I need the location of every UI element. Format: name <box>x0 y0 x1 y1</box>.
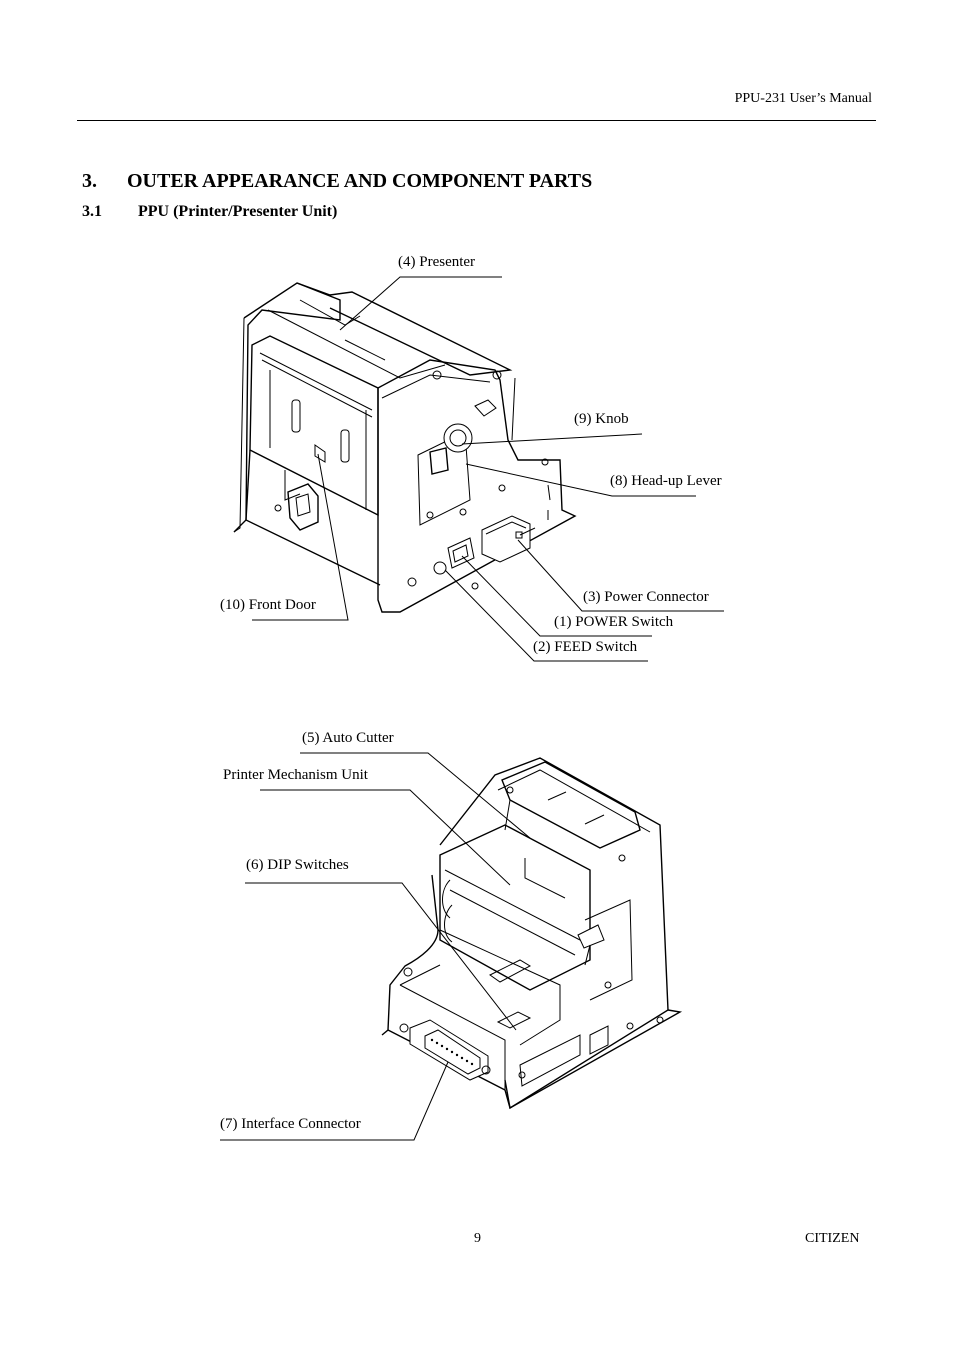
manual-title: PPU-231 User’s Manual <box>734 91 872 106</box>
label-feed-switch: (2) FEED Switch <box>533 639 638 655</box>
figure2-leaders <box>220 752 531 1141</box>
label-head-up-lever: (8) Head-up Lever <box>610 473 722 489</box>
figure1-drawing <box>233 282 577 613</box>
label-knob: (9) Knob <box>574 411 629 427</box>
section-heading: 3. OUTER APPEARANCE AND COMPONENT PARTS <box>82 170 592 193</box>
brand-name: CITIZEN <box>805 1231 860 1246</box>
section-number: 3. <box>82 170 97 192</box>
section-title: OUTER APPEARANCE AND COMPONENT PARTS <box>127 170 593 192</box>
label-interface-connector: (7) Interface Connector <box>220 1116 361 1132</box>
label-dip-switches: (6) DIP Switches <box>246 857 349 873</box>
connector-pins <box>430 1038 474 1066</box>
figure1-leaders <box>252 276 724 662</box>
label-power-switch: (1) POWER Switch <box>554 614 674 630</box>
label-printer-mechanism-unit: Printer Mechanism Unit <box>223 767 368 783</box>
figure2-drawing <box>381 757 683 1110</box>
label-power-connector: (3) Power Connector <box>583 589 709 605</box>
subsection-number: 3.1 <box>82 203 102 220</box>
header-rule <box>77 120 876 121</box>
subsection-title: PPU (Printer/Presenter Unit) <box>138 203 338 220</box>
page-number: 9 <box>474 1231 481 1246</box>
label-front-door: (10) Front Door <box>220 597 316 613</box>
subsection-heading: 3.1 PPU (Printer/Presenter Unit) <box>82 203 337 221</box>
label-presenter: (4) Presenter <box>398 254 476 270</box>
label-auto-cutter: (5) Auto Cutter <box>302 730 394 746</box>
